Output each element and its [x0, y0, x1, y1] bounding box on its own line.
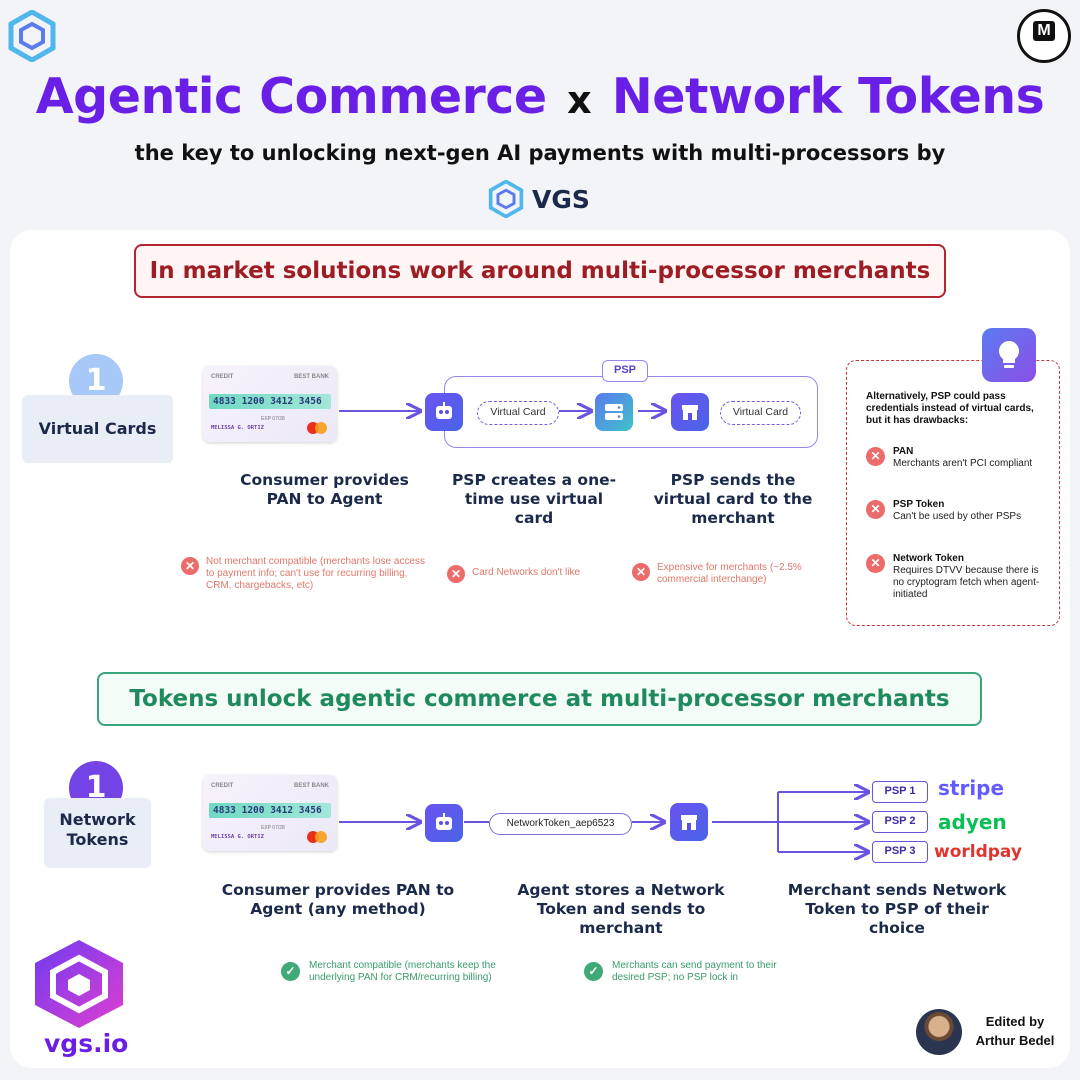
- psp-tag: PSP: [602, 360, 648, 382]
- con-item: ✕ Expensive for merchants (~2.5% commerc…: [632, 562, 832, 586]
- merchant-store-icon: [670, 803, 708, 841]
- vgs-logo-icon: [8, 10, 56, 62]
- x-icon: ✕: [632, 563, 650, 581]
- network-tokens-label: Network Tokens: [44, 798, 151, 868]
- step1-text: Consumer provides PAN to Agent (any meth…: [221, 881, 455, 918]
- brand-name: VGS: [532, 184, 590, 214]
- section1-banner: In market solutions work around multi-pr…: [134, 244, 946, 298]
- card-holder: MELISSA G. ORTIZ: [211, 834, 264, 840]
- credit-card: CREDIT BEST BANK 4833 1200 3412 3456 EXP …: [203, 366, 337, 442]
- agent-robot-icon: [425, 804, 463, 842]
- virtual-card-pill-1: Virtual Card: [477, 401, 559, 425]
- x-icon: ✕: [866, 554, 885, 573]
- x-icon: ✕: [866, 447, 885, 466]
- title-part2: Network Tokens: [611, 68, 1045, 125]
- card-type: CREDIT: [211, 374, 234, 380]
- site-url[interactable]: vgs.io: [44, 1029, 129, 1058]
- lightbulb-icon: [982, 328, 1036, 382]
- x-icon: ✕: [181, 557, 199, 575]
- drawback-desc: Merchants aren't PCI compliant: [893, 458, 1033, 469]
- step1-text: Consumer provides PAN to Agent: [240, 471, 409, 508]
- pro-text: Merchants can send payment to their desi…: [612, 960, 777, 983]
- x-icon: ✕: [447, 565, 465, 583]
- step3-text: Merchant sends Network Token to PSP of t…: [787, 881, 1007, 937]
- virtual-card-pill-2: Virtual Card: [720, 401, 801, 425]
- check-icon: ✓: [281, 962, 300, 981]
- con-text: Card Networks don't like: [472, 567, 581, 578]
- card-holder: MELISSA G. ORTIZ: [211, 425, 264, 431]
- pro-text: Merchant compatible (merchants keep the …: [309, 960, 496, 983]
- alternative-intro: Alternatively, PSP could pass credential…: [866, 391, 1034, 426]
- drawback-title: Network Token: [893, 553, 964, 564]
- con-item: ✕ Not merchant compatible (merchants los…: [181, 556, 431, 592]
- merchant-store-icon: [671, 393, 709, 431]
- mastercard-icon: [307, 831, 327, 843]
- network-token-pill: NetworkToken_aep6523: [489, 813, 632, 835]
- con-text: Expensive for merchants (~2.5% commercia…: [657, 562, 802, 585]
- title-part1: Agentic Commerce: [35, 68, 547, 125]
- pro-item: ✓ Merchants can send payment to their de…: [584, 960, 790, 984]
- page-title: Agentic Commerce x Network Tokens: [0, 68, 1080, 125]
- virtual-cards-label: Virtual Cards: [22, 395, 173, 463]
- psp2-box: PSP 2: [872, 811, 928, 833]
- brand: VGS: [488, 180, 590, 218]
- card-number: 4833 1200 3412 3456: [209, 394, 331, 409]
- check-icon: ✓: [584, 962, 603, 981]
- section2-banner: Tokens unlock agentic commerce at multi-…: [97, 672, 982, 726]
- editor-line1: Edited by: [985, 1014, 1045, 1029]
- step2-text: Agent stores a Network Token and sends t…: [517, 881, 725, 937]
- agent-robot-icon: [425, 393, 463, 431]
- editor-line2: Arthur Bedel: [975, 1033, 1055, 1048]
- psp1-box: PSP 1: [872, 781, 928, 803]
- vgs-logo-icon: [488, 180, 524, 218]
- psp3-box: PSP 3: [872, 841, 928, 863]
- label-line2: Tokens: [66, 830, 129, 849]
- vgs-cube-logo-icon: [35, 940, 123, 1028]
- drawback-title: PAN: [893, 446, 914, 457]
- page-subtitle: the key to unlocking next-gen AI payment…: [134, 141, 946, 165]
- con-item: ✕ Card Networks don't like: [447, 564, 617, 583]
- m-badge-icon: M: [1017, 9, 1071, 63]
- card-bank: BEST BANK: [293, 783, 329, 789]
- drawback-desc: Requires DTVV because there is no crypto…: [893, 565, 1040, 600]
- server-icon: [595, 393, 633, 431]
- drawback-title: PSP Token: [893, 499, 945, 510]
- pro-item: ✓ Merchant compatible (merchants keep th…: [281, 960, 537, 984]
- editor-credit: Edited by Arthur Bedel: [970, 1012, 1060, 1050]
- stripe-logo: stripe: [938, 776, 1005, 800]
- con-text: Not merchant compatible (merchants lose …: [206, 556, 425, 591]
- card-number: 4833 1200 3412 3456: [209, 803, 331, 818]
- step3-text: PSP sends the virtual card to the mercha…: [653, 471, 813, 527]
- alternative-box: [846, 360, 1060, 626]
- label-line1: Network: [59, 810, 136, 829]
- drawback-desc: Can't be used by other PSPs: [893, 511, 1022, 522]
- card-expiry: EXP 07/28: [261, 825, 285, 831]
- title-x: x: [567, 78, 592, 122]
- avatar: [916, 1009, 962, 1055]
- worldpay-logo: worldpay: [934, 842, 1022, 862]
- credit-card: CREDIT BEST BANK 4833 1200 3412 3456 EXP …: [203, 775, 337, 851]
- x-icon: ✕: [866, 500, 885, 519]
- card-expiry: EXP 07/28: [261, 416, 285, 422]
- mastercard-icon: [307, 422, 327, 434]
- card-type: CREDIT: [211, 783, 234, 789]
- step2-text: PSP creates a one-time use virtual card: [451, 471, 617, 527]
- adyen-logo: adyen: [938, 810, 1007, 834]
- card-bank: BEST BANK: [293, 374, 329, 380]
